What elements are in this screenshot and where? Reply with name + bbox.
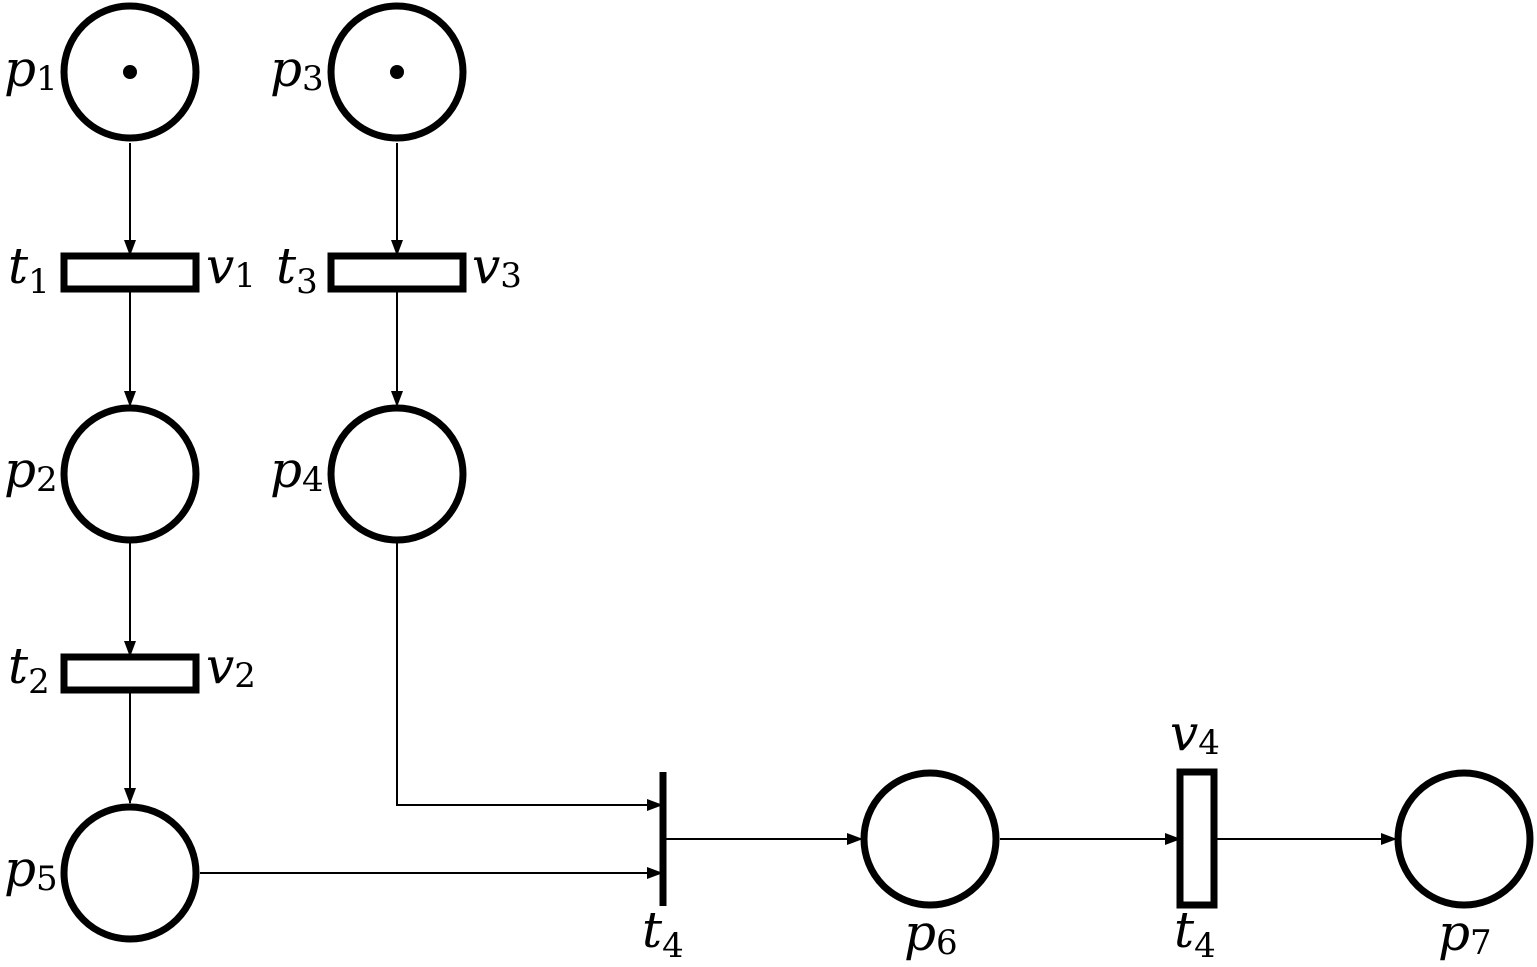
label-p7: p7 <box>1438 904 1492 963</box>
place-p2[interactable] <box>60 404 200 544</box>
label-v3: v3 <box>472 237 522 296</box>
place-p7[interactable] <box>1394 769 1534 909</box>
arc-p4-t4-immediate <box>396 542 663 811</box>
label-v1: v1 <box>206 237 256 296</box>
label-t1: t1 <box>8 237 50 302</box>
label-p3: p3 <box>270 40 324 99</box>
label-p4: p4 <box>270 441 324 500</box>
label-p1: p1 <box>4 40 58 99</box>
places <box>60 2 1534 943</box>
label-p5: p5 <box>4 840 58 899</box>
label-t4-timed: t4 <box>1174 901 1216 966</box>
transitions <box>60 252 1218 909</box>
label-t3: t3 <box>276 237 318 302</box>
place-p5[interactable] <box>60 803 200 943</box>
place-p6[interactable] <box>860 769 1000 909</box>
label-p6: p6 <box>904 904 958 963</box>
label-t4-immediate: t4 <box>642 901 684 966</box>
label-v2: v2 <box>206 637 256 696</box>
token <box>123 65 137 79</box>
label-p2: p2 <box>4 441 58 500</box>
label-v4: v4 <box>1170 704 1220 763</box>
place-p3[interactable] <box>327 2 467 142</box>
arcs <box>124 143 1397 879</box>
transition-t3[interactable] <box>327 252 467 293</box>
transition-t2[interactable] <box>60 653 200 694</box>
place-p4[interactable] <box>327 404 467 544</box>
transition-t1[interactable] <box>60 252 200 293</box>
transition-t4-timed[interactable] <box>1176 768 1218 909</box>
place-p1[interactable] <box>60 2 200 142</box>
labels: p1 p3 p2 p4 p5 p6 p7 t1 t3 t2 t4 <box>4 40 1492 966</box>
label-t2: t2 <box>8 637 50 702</box>
token <box>390 65 404 79</box>
